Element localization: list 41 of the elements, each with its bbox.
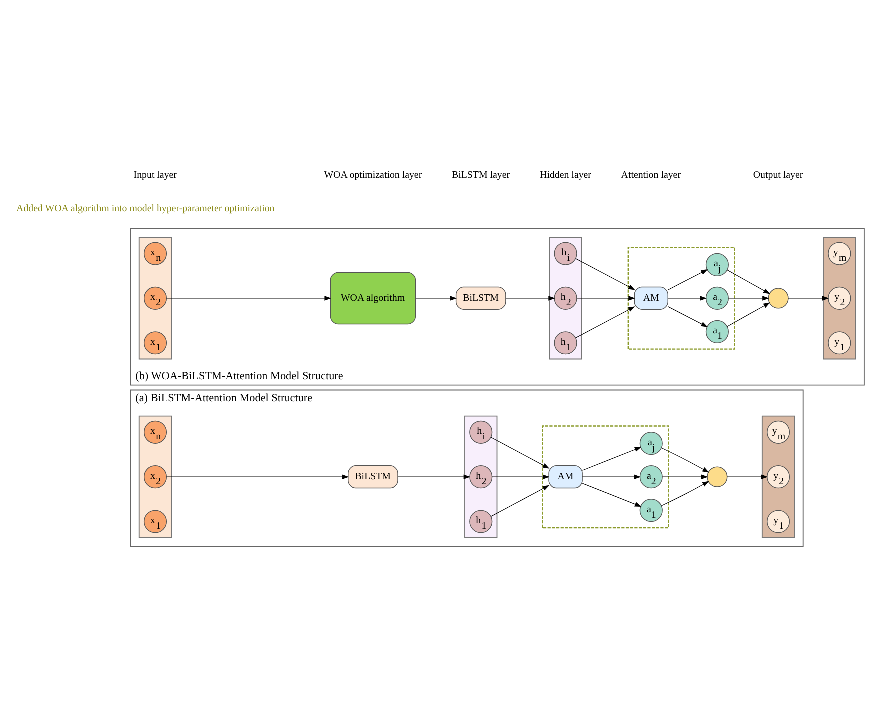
arrow xyxy=(492,474,550,480)
label: Input layer xyxy=(133,170,176,182)
arrow xyxy=(660,481,709,506)
arrow xyxy=(415,296,457,301)
arrow xyxy=(788,296,829,301)
node-box: AM xyxy=(634,286,668,310)
arrow xyxy=(582,447,642,471)
arrow xyxy=(667,306,708,328)
node-box: AM xyxy=(548,466,582,489)
arrow xyxy=(575,258,635,290)
arrow xyxy=(662,474,708,480)
arrow xyxy=(728,296,769,301)
arrow xyxy=(397,474,470,480)
node-box: WOA algorithm xyxy=(330,272,416,325)
cluster xyxy=(138,416,172,538)
label: Added WOA algorithm into model hyper-parameter optimization xyxy=(16,203,274,214)
arrow xyxy=(667,296,707,301)
node-box: BiLSTM xyxy=(455,286,506,310)
arrow xyxy=(660,448,709,473)
label: Hidden layer xyxy=(540,170,591,182)
node-circle xyxy=(706,466,728,488)
arrow xyxy=(582,474,641,480)
arrow xyxy=(726,270,770,294)
label: Output layer xyxy=(752,170,803,182)
arrow xyxy=(726,302,770,328)
arrow xyxy=(505,296,555,301)
label: WOA optimization layer xyxy=(324,170,422,182)
arrow xyxy=(166,474,349,480)
arrow xyxy=(575,306,635,338)
node-box: BiLSTM xyxy=(348,466,398,489)
arrow xyxy=(582,483,642,507)
arrow xyxy=(667,269,708,290)
arrow xyxy=(726,474,768,480)
arrow xyxy=(166,296,332,301)
label: Attention layer xyxy=(620,170,681,182)
node-circle xyxy=(768,288,788,309)
arrow xyxy=(490,437,550,469)
cluster xyxy=(138,237,172,360)
arrow xyxy=(576,296,635,301)
label: BiLSTM layer xyxy=(451,170,510,182)
arrow xyxy=(490,485,550,518)
